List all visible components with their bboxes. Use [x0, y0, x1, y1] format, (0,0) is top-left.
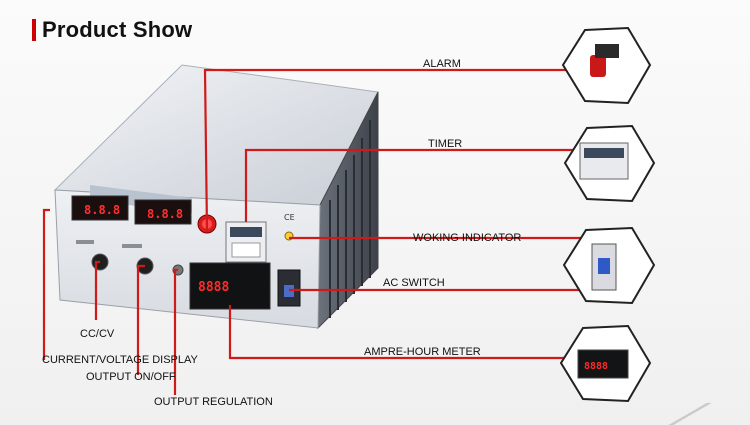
label-timer: TIMER — [428, 138, 463, 150]
svg-text:8888: 8888 — [584, 361, 608, 372]
label-ac-switch: AC SWITCH — [383, 277, 445, 289]
label-alarm: ALARM — [423, 58, 461, 70]
label-output-on-off: OUTPUT ON/OFF — [86, 371, 176, 383]
svg-text:CE: CE — [284, 213, 295, 222]
timer-photo — [563, 124, 656, 203]
svg-text:8.8.8: 8.8.8 — [147, 207, 183, 221]
label-output-regulation: OUTPUT REGULATION — [154, 396, 273, 408]
label-working-indicator: WOKING INDICATOR — [413, 232, 522, 244]
label-current-voltage-display: CURRENT/VOLTAGE DISPLAY — [42, 354, 198, 366]
callout-lines — [42, 68, 585, 395]
label-ampere-hour-meter: AMPRE-HOUR METER — [364, 346, 481, 358]
alarm-photo — [561, 26, 652, 105]
page-title: Product Show — [42, 17, 193, 42]
title-accent-bar — [32, 19, 36, 41]
svg-text:8888: 8888 — [198, 280, 229, 295]
decorative-line — [630, 403, 750, 425]
power-supply-unit: 8.8.8 8.8.8 8888 CE — [53, 64, 379, 330]
svg-text:8.8.8: 8.8.8 — [84, 203, 120, 217]
label-cc-cv: CC/CV — [80, 328, 115, 340]
ac-switch-photo — [562, 226, 656, 305]
ampere-hour-meter-photo: 8888 — [559, 324, 652, 403]
